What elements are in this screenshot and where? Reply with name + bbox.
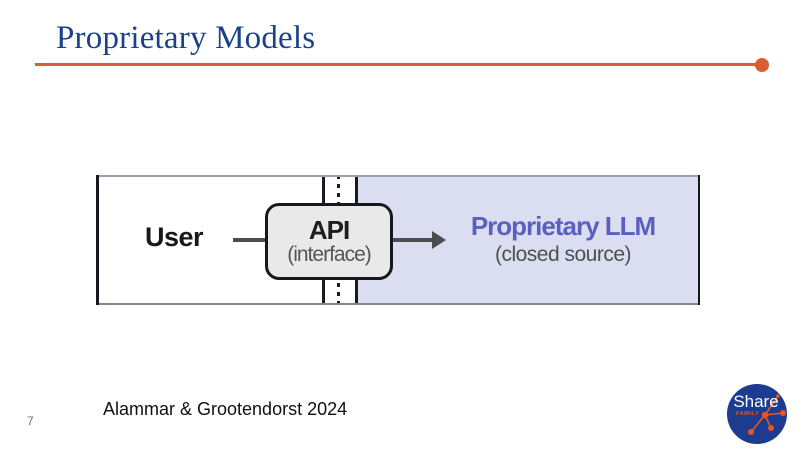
llm-title: Proprietary LLM <box>470 211 656 241</box>
page-number: 7 <box>27 414 34 428</box>
diagram-border-top <box>96 175 700 177</box>
llm-labels: Proprietary LLM (closed source) <box>443 213 683 265</box>
api-box-subtitle: (interface) <box>287 242 372 266</box>
citation: Alammar & Grootendorst 2024 <box>103 399 348 419</box>
api-box-title: API <box>308 214 350 245</box>
network-nodes-icon <box>748 394 786 435</box>
user-label: User <box>144 222 204 252</box>
diagram-border-left <box>96 175 99 305</box>
diagram-border-bottom <box>96 303 700 305</box>
page-title: Proprietary Models <box>56 20 316 56</box>
llm-subtitle: (closed source) <box>494 243 632 266</box>
title-underline-rule <box>35 63 757 66</box>
api-box: API (interface) <box>265 203 393 280</box>
user-to-api-connector <box>233 238 267 242</box>
logo-brand-text: Share <box>733 392 778 411</box>
arrow-right-icon <box>432 231 446 249</box>
proprietary-model-diagram: User API (interface) Proprietary LLM (cl… <box>96 175 700 305</box>
diagram-border-right <box>698 175 700 305</box>
logo-subbrand-text: FAMILY <box>736 411 759 417</box>
api-to-llm-arrow-shaft <box>393 238 432 242</box>
share-family-logo: Share FAMILY <box>727 384 787 444</box>
title-underline-dot <box>755 58 769 72</box>
